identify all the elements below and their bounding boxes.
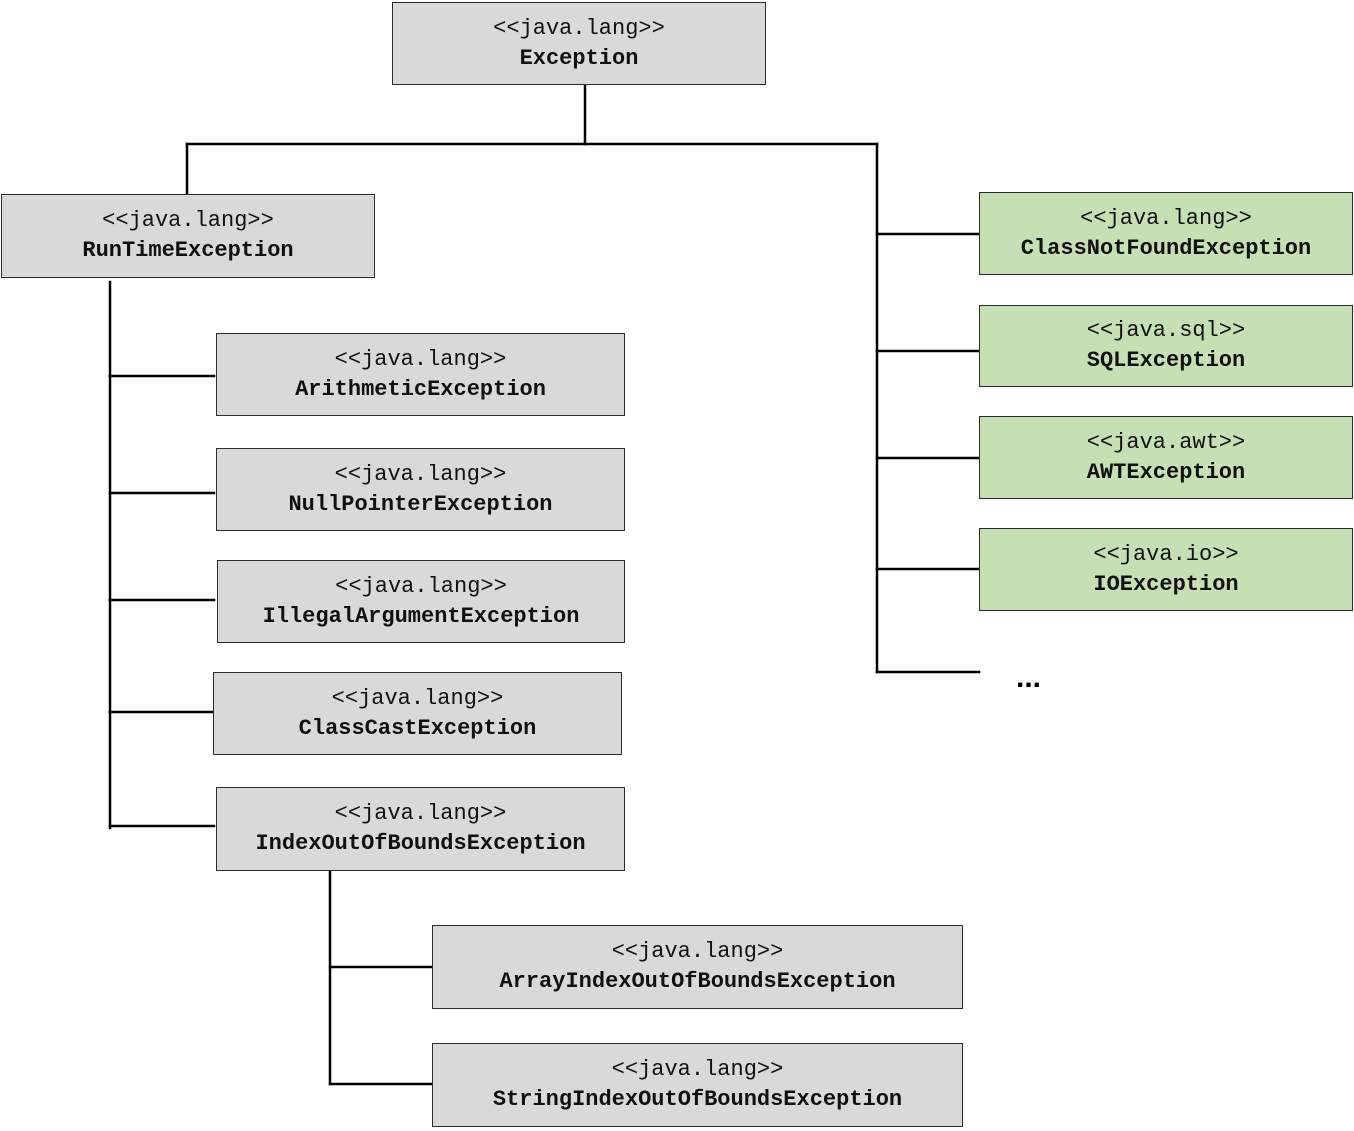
class-name: NullPointerException [288,491,553,517]
package-label: <<java.lang>> [1080,205,1252,231]
class-name: IllegalArgumentException [262,603,580,629]
package-label: <<java.lang>> [335,573,507,599]
class-box-arrayindexoutofboundsexception: <<java.lang>> ArrayIndexOutOfBoundsExcep… [432,925,963,1009]
class-name: ClassCastException [298,715,537,741]
class-name: SQLException [1086,348,1246,373]
package-label: <<java.lang>> [611,939,784,964]
package-label: <<java.awt>> [1086,429,1246,455]
class-name: Exception [519,45,639,71]
package-label: <<java.lang>> [334,801,507,826]
class-name: AWTException [1086,459,1246,485]
class-box-indexoutofboundsexception: <<java.lang>> IndexOutOfBoundsException [216,787,625,871]
class-name: ArithmeticException [295,376,546,402]
package-label: <<java.sql>> [1086,318,1246,343]
package-label: <<java.lang>> [611,1057,784,1082]
class-name: IndexOutOfBoundsException [255,831,586,856]
package-label: <<java.lang>> [331,685,504,711]
class-name: ClassNotFoundException [1020,235,1312,261]
class-box-ioexception: <<java.io>> IOException [979,528,1353,611]
package-label: <<java.io>> [1093,541,1239,567]
package-label: <<java.lang>> [334,461,507,487]
class-name: ArrayIndexOutOfBoundsException [499,969,896,994]
class-box-awtexception: <<java.awt>> AWTException [979,416,1353,499]
class-box-sqlexception: <<java.sql>> SQLException [979,305,1353,387]
class-name: IOException [1093,571,1239,597]
class-box-nullpointerexception: <<java.lang>> NullPointerException [216,448,625,531]
class-box-stringindexoutofboundsexception: <<java.lang>> StringIndexOutOfBoundsExce… [432,1043,963,1127]
class-box-classnotfoundexception: <<java.lang>> ClassNotFoundException [979,192,1353,275]
more-exceptions-ellipsis: ... [1016,661,1042,694]
class-box-exception: <<java.lang>> Exception [392,2,766,85]
class-box-classcastexception: <<java.lang>> ClassCastException [213,672,622,755]
class-name: RunTimeException [82,238,294,263]
package-label: <<java.lang>> [493,15,665,41]
package-label: <<java.lang>> [334,346,507,372]
class-box-runtimeexception: <<java.lang>> RunTimeException [1,194,375,278]
class-box-illegalargumentexception: <<java.lang>> IllegalArgumentException [217,560,625,643]
class-name: StringIndexOutOfBoundsException [492,1087,903,1112]
class-box-arithmeticexception: <<java.lang>> ArithmeticException [216,333,625,416]
package-label: <<java.lang>> [102,208,274,233]
